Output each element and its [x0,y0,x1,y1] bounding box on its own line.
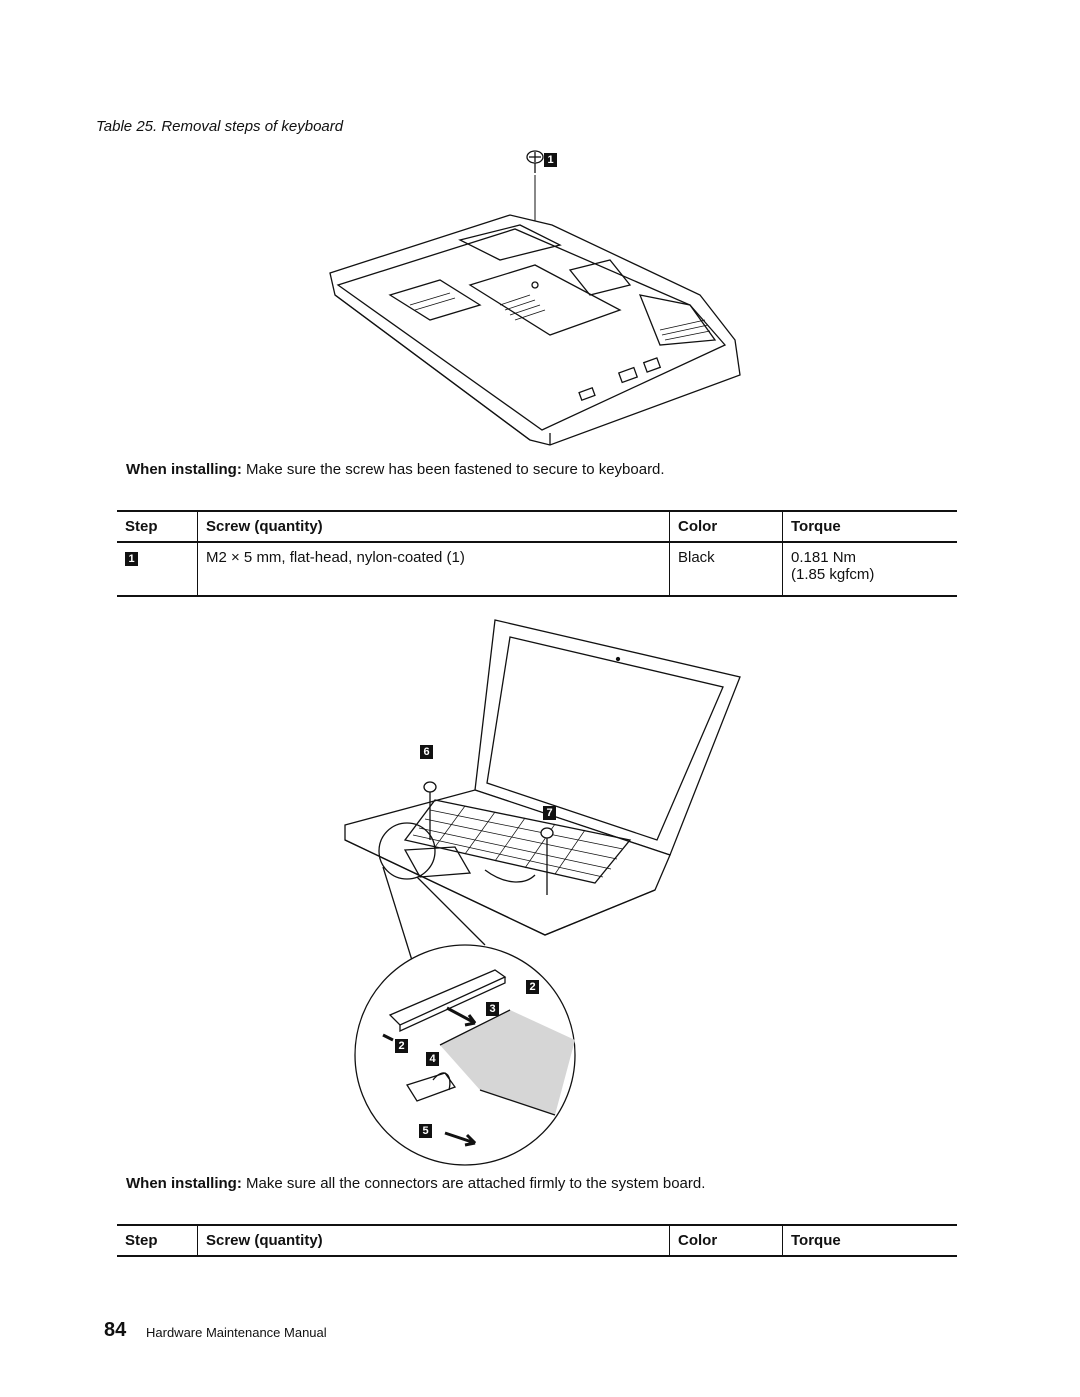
callout-7: 7 [543,806,556,820]
color-cell: Black [669,542,783,597]
callout-6: 6 [420,745,433,759]
callout-5: 5 [419,1124,432,1138]
torque-nm: 0.181 Nm [791,549,857,566]
torque-cell: 0.181 Nm (1.85 kgfcm) [782,542,957,597]
callout-3: 3 [486,1002,499,1016]
header-color: Color [669,1224,783,1257]
header-torque: Torque [782,1224,957,1257]
header-step: Step [117,510,198,543]
header-torque: Torque [782,510,957,543]
table-caption: Table 25. Removal steps of keyboard [96,118,344,135]
note-text: Make sure all the connectors are attache… [246,1175,706,1192]
installing-note-2: When installing: Make sure all the conne… [126,1175,705,1192]
note-label: When installing: [126,1175,242,1192]
note-label: When installing: [126,461,242,478]
header-step: Step [117,1224,198,1257]
figure-laptop-bottom [329,150,741,446]
screw-icon [526,150,544,173]
screw-6-icon [423,781,437,840]
screw-cell: M2 × 5 mm, flat-head, nylon-coated (1) [197,542,670,597]
installing-note-1: When installing: Make sure the screw has… [126,461,665,478]
step-badge: 1 [125,552,138,566]
screw-7-icon [540,827,554,895]
header-color: Color [669,510,783,543]
page-number: 84 [104,1319,127,1341]
callout-2a: 2 [526,980,539,994]
torque-kgfcm: (1.85 kgfcm) [791,566,875,583]
header-screw: Screw (quantity) [197,510,670,543]
header-screw: Screw (quantity) [197,1224,670,1257]
screw-table-2: Step Screw (quantity) Color Torque [117,1224,957,1257]
manual-title: Hardware Maintenance Manual [146,1325,327,1340]
callout-1: 1 [544,153,557,167]
note-text: Make sure the screw has been fastened to… [246,461,665,478]
callout-2b: 2 [395,1039,408,1053]
callout-4: 4 [426,1052,439,1066]
screw-table-1: Step Screw (quantity) Color Torque 1 M2 … [117,510,957,597]
table-row: 1 M2 × 5 mm, flat-head, nylon-coated (1)… [117,542,957,597]
figure-laptop-open [344,619,741,1166]
